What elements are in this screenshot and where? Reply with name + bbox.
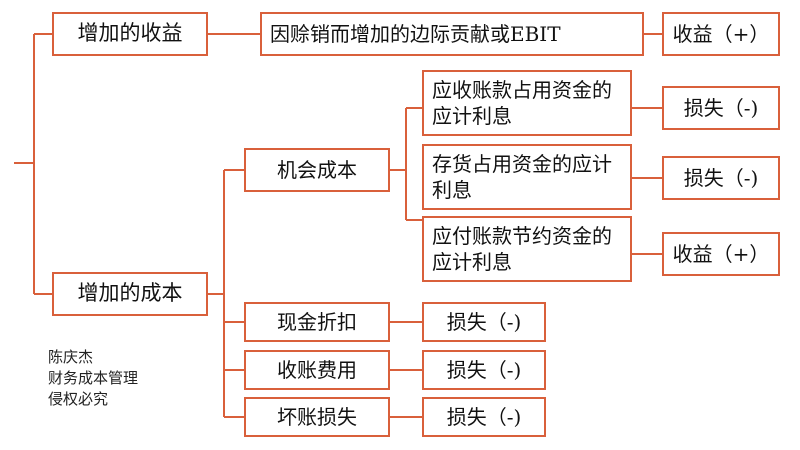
payable-interest-box: 应付账款节约资金的应计利息 (422, 216, 632, 282)
cash-discount-box: 现金折扣 (244, 302, 390, 342)
collection-expense-result-label: 损失（-) (446, 358, 522, 382)
inventory-interest-box: 存货占用资金的应计利息 (422, 144, 632, 210)
receivable-interest-result-label: 损失（-) (683, 96, 759, 120)
bad-debt-loss-label: 坏账损失 (277, 405, 357, 429)
inventory-interest-result-box: 损失（-) (662, 156, 780, 200)
increased-cost-box: 增加的成本 (52, 272, 208, 316)
revenue-result-label: 收益（+） (672, 22, 770, 46)
collection-expense-box: 收账费用 (244, 350, 390, 390)
receivable-interest-label: 应收账款占用资金的应计利息 (432, 78, 612, 128)
bad-debt-loss-result-box: 损失（-) (422, 397, 546, 437)
payable-interest-label: 应付账款节约资金的应计利息 (432, 224, 612, 274)
opportunity-cost-box: 机会成本 (244, 148, 390, 192)
increased-revenue-label: 增加的收益 (77, 21, 183, 46)
collection-expense-result-box: 损失（-) (422, 350, 546, 390)
increased-revenue-box: 增加的收益 (52, 12, 208, 56)
course-name: 财务成本管理 (48, 369, 139, 387)
payable-interest-result-label: 收益（+） (672, 242, 770, 266)
cash-discount-label: 现金折扣 (277, 310, 357, 334)
inventory-interest-label: 存货占用资金的应计利息 (432, 152, 612, 202)
inventory-interest-result-label: 损失（-) (683, 166, 759, 190)
author-name: 陈庆杰 (48, 348, 94, 366)
increased-cost-label: 增加的成本 (77, 281, 183, 306)
marginal-contribution-label: 因赊销而增加的边际贡献或EBIT (270, 22, 561, 46)
bad-debt-loss-result-label: 损失（-) (446, 405, 522, 429)
copyright-notice: 侵权必究 (48, 390, 109, 408)
cash-discount-result-label: 损失（-) (446, 310, 522, 334)
bad-debt-loss-box: 坏账损失 (244, 397, 390, 437)
receivable-interest-result-box: 损失（-) (662, 86, 780, 130)
payable-interest-result-box: 收益（+） (662, 232, 780, 276)
receivable-interest-box: 应收账款占用资金的应计利息 (422, 70, 632, 136)
author-credit: 陈庆杰 财务成本管理 侵权必究 (48, 347, 138, 410)
cash-discount-result-box: 损失（-) (422, 302, 546, 342)
marginal-contribution-box: 因赊销而增加的边际贡献或EBIT (260, 12, 644, 56)
opportunity-cost-label: 机会成本 (277, 158, 357, 182)
revenue-result-box: 收益（+） (662, 12, 780, 56)
collection-expense-label: 收账费用 (277, 358, 357, 382)
